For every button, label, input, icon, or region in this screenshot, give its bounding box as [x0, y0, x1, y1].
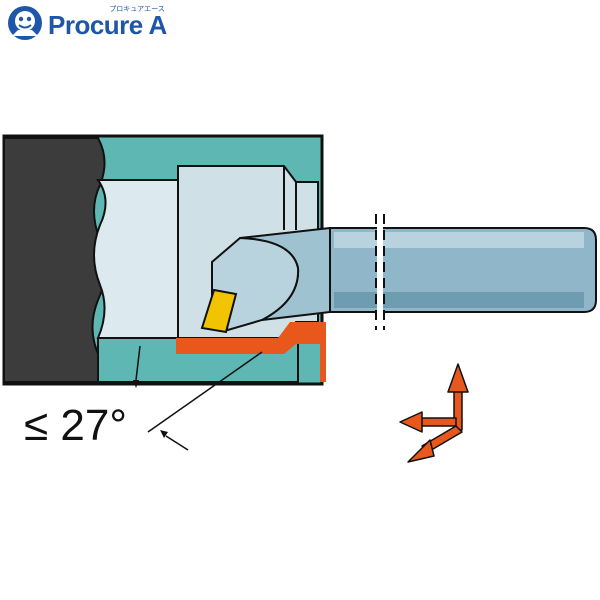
procure-a-logo: プロキュアエース Procure A	[6, 4, 167, 42]
shank-shadow	[334, 292, 584, 308]
angle-line	[147, 351, 263, 433]
angle-tick	[165, 435, 189, 451]
cutting-insert	[200, 288, 238, 334]
tool-shank	[329, 227, 597, 313]
angle-arrowhead	[160, 430, 168, 438]
logo-kana: プロキュアエース	[109, 5, 165, 13]
angle-tick	[135, 345, 141, 381]
angle-arrowhead	[133, 380, 139, 388]
angle-label: ≤ 27°	[24, 401, 127, 450]
bore-interior	[93, 179, 179, 339]
machined-surface	[176, 322, 326, 382]
mascot-icon	[8, 6, 42, 40]
shank-highlight	[334, 232, 584, 248]
logo-wordmark: プロキュアエース Procure A	[48, 4, 167, 42]
shank-break-gap	[377, 214, 383, 330]
workpiece-dark-section	[3, 137, 107, 383]
feed-direction-arrows-icon	[399, 363, 469, 463]
logo-brand-text: Procure A	[48, 10, 167, 40]
